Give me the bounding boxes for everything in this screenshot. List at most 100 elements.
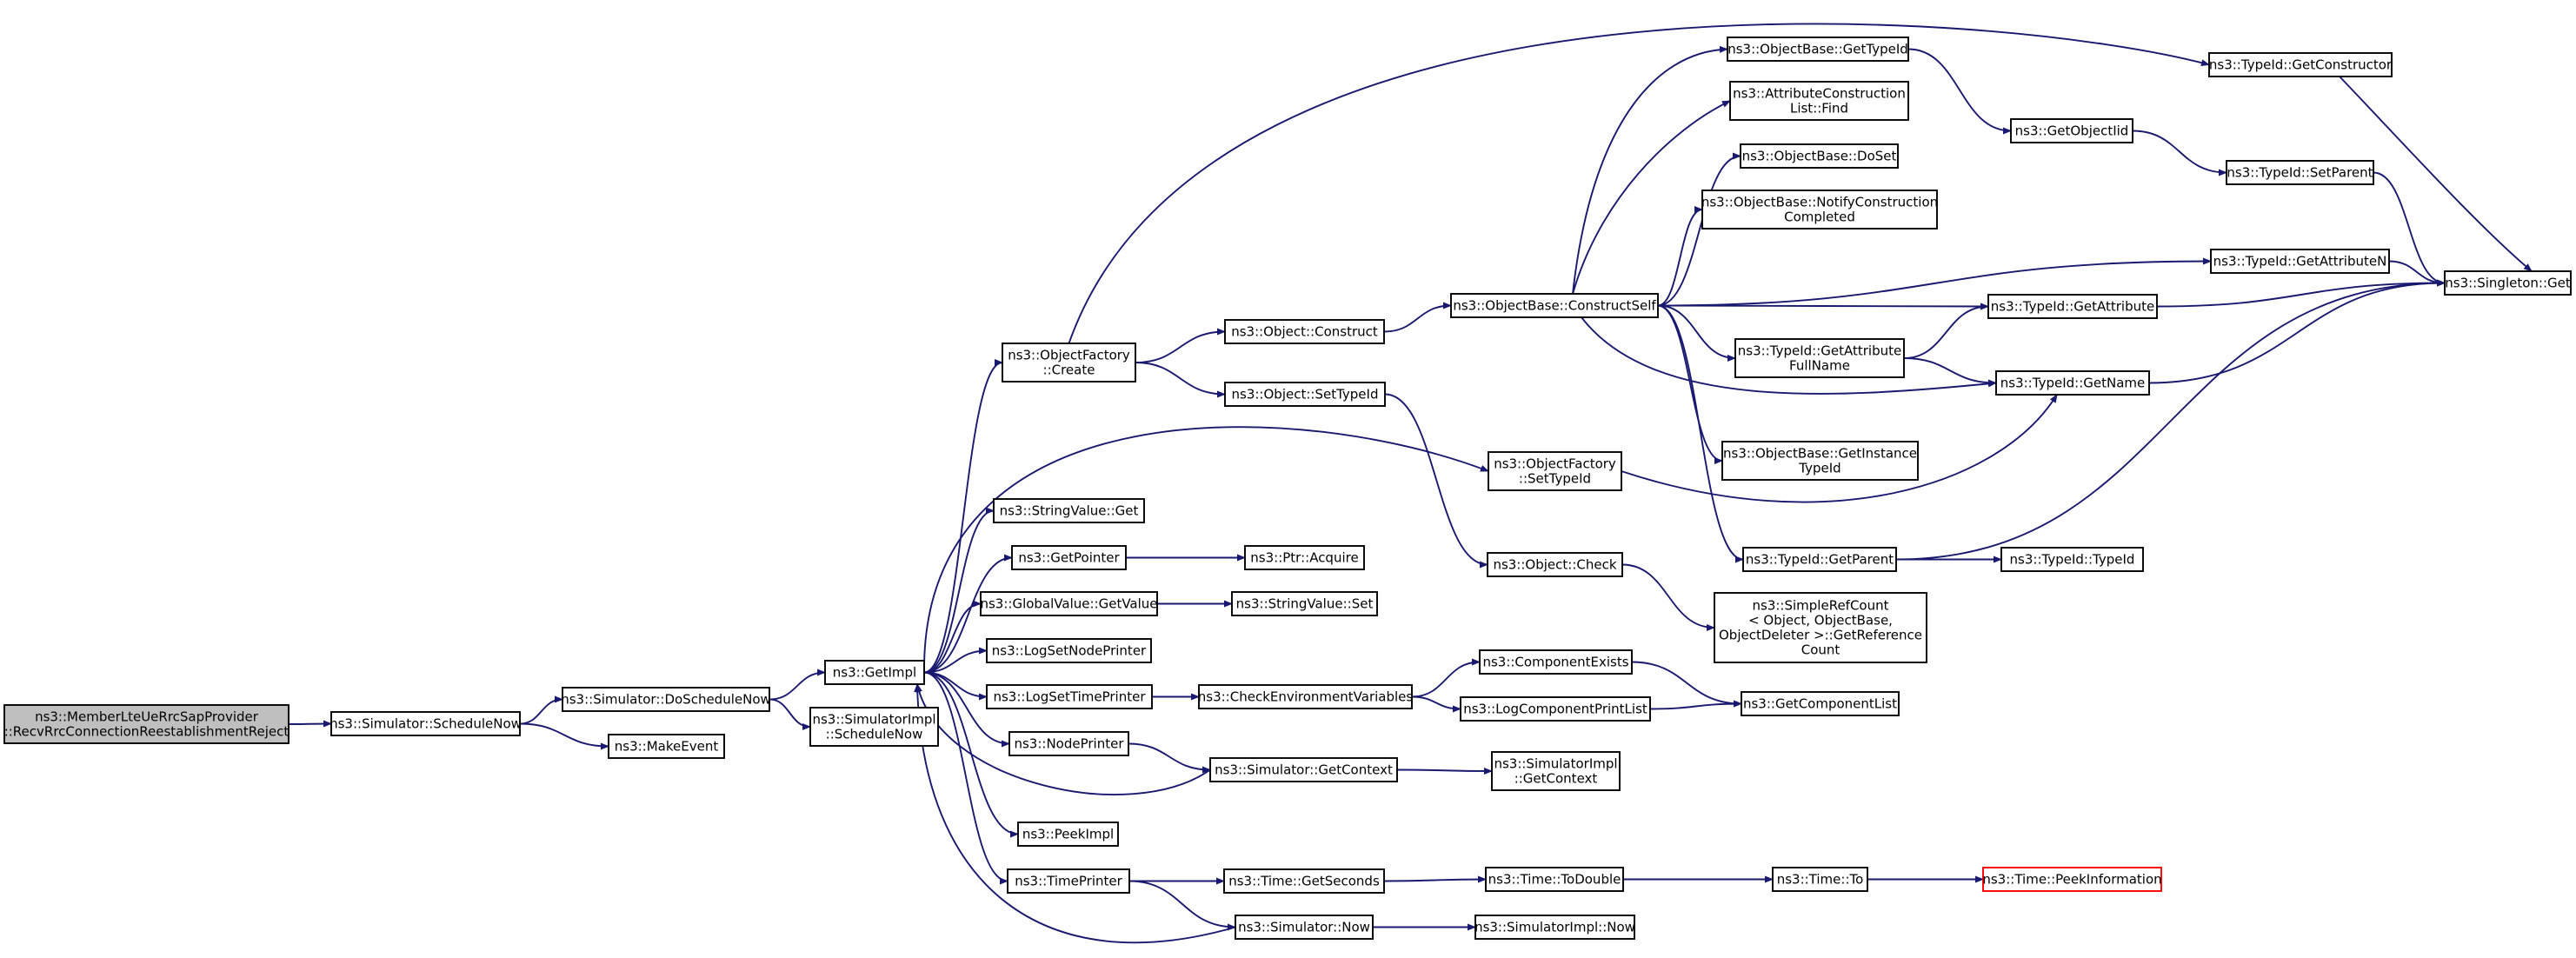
node-label: ns3::Object::SetTypeId <box>1232 387 1379 402</box>
node-box <box>608 734 725 759</box>
node-label: ns3::TypeId::GetParent <box>1746 552 1894 568</box>
node-label: ns3::StringValue::Set <box>1236 596 1374 612</box>
node-ofSetTypeId[interactable]: ns3::ObjectFactory::SetTypeId <box>1488 451 1622 491</box>
node-ofCreate[interactable]: ns3::ObjectFactory::Create <box>1002 343 1136 383</box>
node-label: ns3::TypeId::GetAttribute <box>1738 343 1901 359</box>
node-strValSet[interactable]: ns3::StringValue::Set <box>1231 591 1378 616</box>
node-box <box>562 687 770 712</box>
node-box <box>809 707 939 747</box>
node-makeEvent[interactable]: ns3::MakeEvent <box>608 734 725 759</box>
edge-getObjectIid-to-tidSetParent <box>2132 130 2227 176</box>
node-nodePrinter[interactable]: ns3::NodePrinter <box>1008 731 1129 756</box>
node-label: ns3::StringValue::Get <box>1000 503 1139 519</box>
node-box <box>1460 696 1651 722</box>
node-label: ::GetContext <box>1514 771 1598 787</box>
node-schedNow[interactable]: ns3::Simulator::ScheduleNow <box>329 711 522 736</box>
node-tidGetName[interactable]: ns3::TypeId::GetName <box>1995 370 2150 396</box>
edge-root-to-schedNow <box>288 720 332 728</box>
node-ptrAcquire[interactable]: ns3::Ptr::Acquire <box>1244 545 1365 570</box>
edge-ofCreate-to-objSetTypeId <box>1135 362 1226 398</box>
node-box <box>1485 867 1624 892</box>
edge-obConstructSelf-to-tidGetParent <box>1657 304 1744 563</box>
node-label: ns3::TimePrinter <box>1015 874 1122 889</box>
node-label: ns3::ObjectBase::GetInstance <box>1723 446 1917 462</box>
node-box <box>1491 751 1621 791</box>
edge-getImpl-to-getPointer <box>923 554 1013 674</box>
node-peekImpl[interactable]: ns3::PeekImpl <box>1017 822 1119 847</box>
node-label: ns3::TypeId::TypeId <box>2010 552 2135 568</box>
node-obNotify[interactable]: ns3::ObjectBase::NotifyConstructionCompl… <box>1701 190 1938 230</box>
node-label: < Object, ObjectBase, <box>1748 613 1893 629</box>
node-doSchedNow[interactable]: ns3::Simulator::DoScheduleNow <box>561 687 771 712</box>
node-box <box>1198 684 1413 709</box>
node-timeTo[interactable]: ns3::Time::To <box>1772 867 1868 892</box>
node-simImplGetContext[interactable]: ns3::SimulatorImpl::GetContext <box>1491 751 1621 791</box>
node-box <box>1982 867 2162 892</box>
node-label: ns3::GetComponentList <box>1743 696 1897 712</box>
node-tidGetConstructor[interactable]: ns3::TypeId::GetConstructor <box>2208 52 2393 77</box>
edge-ofSetTypeId-to-tidGetName <box>1621 394 2058 503</box>
node-box <box>3 704 290 744</box>
edge-obConstructSelf-to-obGetTypeId <box>1572 45 1728 295</box>
node-obConstructSelf[interactable]: ns3::ObjectBase::ConstructSelf <box>1450 293 1659 318</box>
node-checkEnv[interactable]: ns3::CheckEnvironmentVariables <box>1198 684 1414 709</box>
node-label: ns3::SimulatorImpl <box>1494 756 1617 772</box>
node-tidGetParent[interactable]: ns3::TypeId::GetParent <box>1742 547 1897 572</box>
node-getImpl[interactable]: ns3::GetImpl <box>824 660 925 685</box>
node-getCompList[interactable]: ns3::GetComponentList <box>1741 691 1900 716</box>
node-singletonGet[interactable]: ns3::Singleton::Get <box>2444 270 2572 296</box>
edge-obConstructSelf-to-obGetInstanceTypeId <box>1657 304 1723 464</box>
node-box <box>824 660 925 685</box>
node-box <box>1727 37 1909 62</box>
node-simpleRefCount[interactable]: ns3::SimpleRefCount< Object, ObjectBase,… <box>1714 592 1927 663</box>
node-timePeekInfo[interactable]: ns3::Time::PeekInformation <box>1982 867 2162 892</box>
node-root[interactable]: ns3::MemberLteUeRrcSapProvider::RecvRrcC… <box>3 704 290 744</box>
node-label: ns3::TypeId::GetName <box>2000 376 2145 391</box>
node-box <box>1008 731 1129 756</box>
edge-tidGetParent-to-singletonGet <box>1895 279 2446 561</box>
node-label: ns3::ObjectFactory <box>1008 348 1130 363</box>
node-gvGetValue[interactable]: ns3::GlobalValue::GetValue <box>980 591 1158 616</box>
node-simGetContext[interactable]: ns3::Simulator::GetContext <box>1209 757 1398 782</box>
node-timeGetSeconds[interactable]: ns3::Time::GetSeconds <box>1223 868 1385 894</box>
node-simImplSchedNow[interactable]: ns3::SimulatorImpl::ScheduleNow <box>809 707 939 747</box>
node-simImplNow[interactable]: ns3::SimulatorImpl::Now <box>1474 915 1635 940</box>
node-objConstruct[interactable]: ns3::Object::Construct <box>1224 319 1385 344</box>
node-box <box>1224 382 1386 407</box>
node-timeToDouble[interactable]: ns3::Time::ToDouble <box>1485 867 1624 892</box>
node-tidGetAttrN[interactable]: ns3::TypeId::GetAttributeN <box>2210 249 2390 274</box>
node-obDoSet[interactable]: ns3::ObjectBase::DoSet <box>1740 143 1899 169</box>
edge-getImpl-to-gvGetValue <box>923 600 982 674</box>
edge-obConstructSelf-to-obDoSet <box>1657 152 1741 307</box>
node-tidTypeId[interactable]: ns3::TypeId::TypeId <box>2000 547 2144 572</box>
edge-obConstructSelf-to-obNotify <box>1657 206 1703 307</box>
node-objSetTypeId[interactable]: ns3::Object::SetTypeId <box>1224 382 1386 407</box>
node-label: ns3::ObjectBase::ConstructSelf <box>1453 298 1656 314</box>
node-label: ns3::Ptr::Acquire <box>1250 550 1358 566</box>
node-logTimePrinter[interactable]: ns3::LogSetTimePrinter <box>986 684 1153 709</box>
node-box <box>986 684 1153 709</box>
node-logCompPrintList[interactable]: ns3::LogComponentPrintList <box>1460 696 1651 722</box>
node-getObjectIid[interactable]: ns3::GetObjectIid <box>2010 118 2133 143</box>
node-compExists[interactable]: ns3::ComponentExists <box>1479 649 1633 675</box>
edge-simNow-to-getImpl <box>914 683 1236 944</box>
node-strValGet[interactable]: ns3::StringValue::Get <box>993 498 1145 523</box>
node-tidGetAttr[interactable]: ns3::TypeId::GetAttribute <box>1987 294 2158 319</box>
node-label: ns3::TypeId::GetConstructor <box>2209 57 2393 73</box>
node-label: ns3::Simulator::GetContext <box>1215 762 1393 778</box>
node-obGetTypeId[interactable]: ns3::ObjectBase::GetTypeId <box>1727 37 1909 62</box>
edge-doSchedNow-to-getImpl <box>769 669 826 701</box>
edge-tidGetAttrFullName-to-tidGetAttr <box>1903 303 1989 359</box>
node-simNow[interactable]: ns3::Simulator::Now <box>1235 915 1374 940</box>
node-tidSetParent[interactable]: ns3::TypeId::SetParent <box>2226 160 2374 185</box>
node-getPointer[interactable]: ns3::GetPointer <box>1011 545 1127 570</box>
node-label: ns3::CheckEnvironmentVariables <box>1198 689 1414 705</box>
node-box <box>2444 270 2572 296</box>
node-objCheck[interactable]: ns3::Object::Check <box>1487 552 1623 577</box>
node-logNodePrinter[interactable]: ns3::LogSetNodePrinter <box>986 638 1152 663</box>
node-timePrinter[interactable]: ns3::TimePrinter <box>1007 868 1130 894</box>
